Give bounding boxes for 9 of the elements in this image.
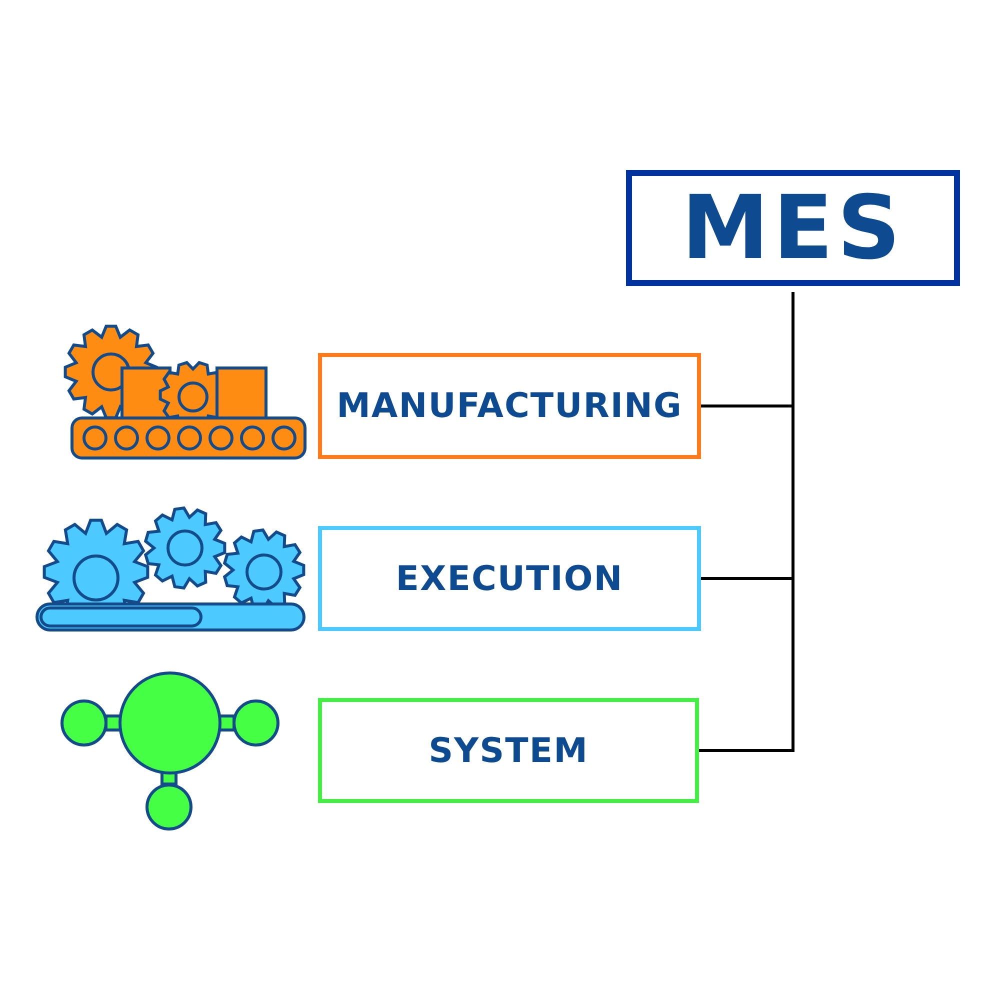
label-box xyxy=(318,698,699,803)
box-label: MANUFACTURING xyxy=(336,389,682,423)
box-label: EXECUTION xyxy=(396,562,624,596)
label-box xyxy=(318,526,701,631)
label-box xyxy=(318,353,701,459)
label-box xyxy=(626,170,960,286)
connector-line xyxy=(699,292,794,752)
box-label: MES xyxy=(681,184,905,272)
box-label: SYSTEM xyxy=(428,734,588,768)
